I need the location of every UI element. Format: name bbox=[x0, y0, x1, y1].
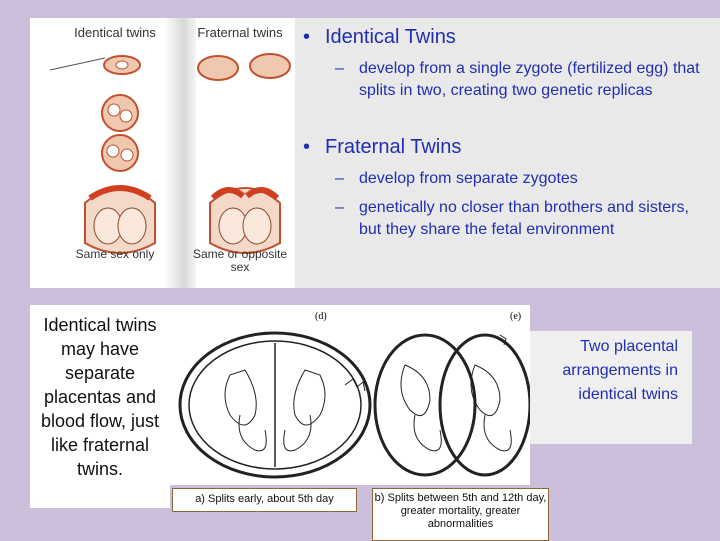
egg-cell-1 bbox=[197, 55, 239, 81]
egg-nucleus bbox=[115, 60, 129, 70]
placenta-2 bbox=[245, 187, 280, 201]
placenta-1 bbox=[210, 187, 245, 201]
fraternal-twins-title: Fraternal twins bbox=[197, 25, 283, 40]
bullet-dot-icon: • bbox=[303, 26, 311, 48]
dash-icon: – bbox=[335, 199, 344, 216]
label-d: (d) bbox=[315, 311, 327, 322]
fetus-sketch-3 bbox=[400, 364, 431, 417]
fetus-sketch-4 bbox=[470, 364, 501, 417]
caption-left: Identical twins may have separate placen… bbox=[30, 305, 170, 508]
placenta-vessels bbox=[344, 378, 366, 392]
column-divider bbox=[164, 18, 196, 288]
placenta-arrangement-figure: (d) (e) bbox=[170, 305, 530, 485]
fetus-sketch-2 bbox=[293, 369, 326, 426]
dash-icon: – bbox=[335, 170, 344, 187]
placenta-drawing bbox=[178, 331, 530, 479]
label-b: b) Splits between 5th and 12th day, grea… bbox=[374, 492, 547, 530]
bullet-dot-icon: • bbox=[303, 136, 311, 158]
zygote bbox=[101, 94, 139, 132]
caption-right-text: Two placental arrangements in identical … bbox=[562, 338, 678, 403]
twins-illustration bbox=[49, 53, 291, 254]
caption-right: Two placental arrangements in identical … bbox=[530, 331, 692, 444]
bullet-identical-title: Identical Twins bbox=[325, 26, 456, 48]
fetus-d bbox=[242, 207, 272, 245]
twins-development-figure: Identical twins Fraternal twins Same sex… bbox=[30, 18, 298, 288]
sub-fraternal-2-text: genetically no closer than brothers and … bbox=[359, 199, 689, 238]
fraternal-footer: Same or opposite sex bbox=[192, 247, 288, 274]
sperm-tail bbox=[49, 57, 106, 71]
label-b-box: b) Splits between 5th and 12th day, grea… bbox=[372, 488, 549, 541]
caption-left-text: Identical twins may have separate placen… bbox=[40, 315, 160, 479]
dividing-zygote bbox=[101, 134, 139, 172]
chorion-b2 bbox=[438, 333, 530, 477]
label-e: (e) bbox=[510, 311, 522, 322]
label-a-box: a) Splits early, about 5th day bbox=[172, 488, 357, 512]
egg-cell-2 bbox=[249, 53, 291, 79]
identical-footer: Same sex only bbox=[75, 247, 155, 261]
fetus-b bbox=[117, 207, 147, 245]
chorion-b1 bbox=[373, 333, 477, 477]
dash-icon: – bbox=[335, 60, 344, 77]
twins-text-panel: • Identical Twins – develop from a single… bbox=[295, 18, 720, 288]
bullet-identical: • Identical Twins bbox=[303, 26, 456, 49]
sub-fraternal-1-text: develop from separate zygotes bbox=[359, 170, 578, 187]
shared-placenta bbox=[88, 185, 152, 201]
sub-identical-1-text: develop from a single zygote (fertilized… bbox=[359, 60, 700, 99]
chorion-inner-a bbox=[188, 340, 362, 470]
fetus-sketch-1 bbox=[224, 369, 257, 426]
bullet-fraternal-title: Fraternal Twins bbox=[325, 136, 462, 158]
chorion-outer-a bbox=[178, 331, 372, 479]
label-a: a) Splits early, about 5th day bbox=[195, 493, 334, 505]
identical-twins-title: Identical twins bbox=[74, 25, 156, 40]
bullet-fraternal: • Fraternal Twins bbox=[303, 136, 461, 159]
